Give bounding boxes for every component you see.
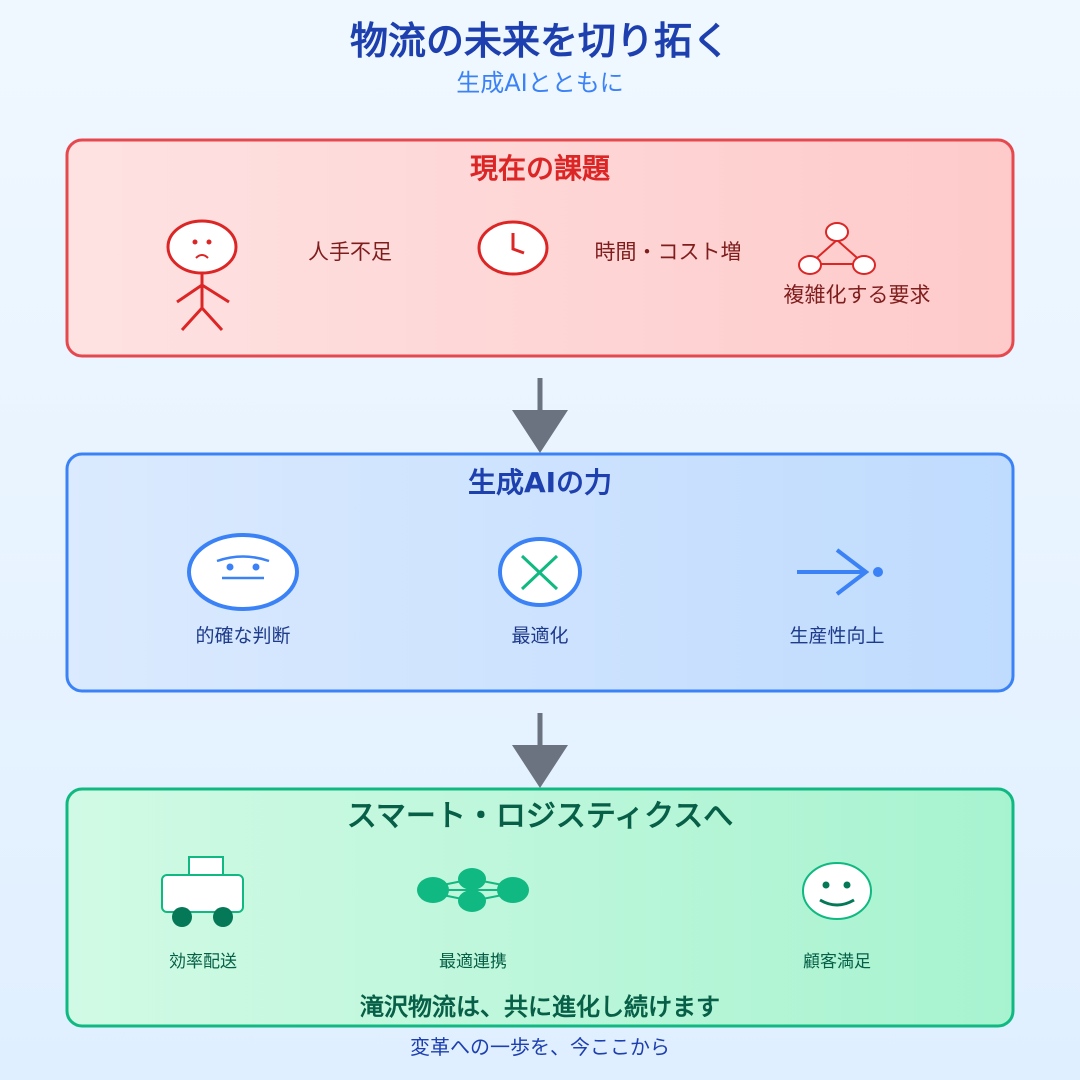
smart-logistics-label: 効率配送 — [169, 952, 237, 972]
challenge-label: 人手不足 — [308, 240, 392, 264]
challenges-panel: 現在の課題 人手不足 時間・コスト増 複雑化する要求 — [65, 138, 1015, 358]
page-title: 物流の未来を切り拓く — [350, 19, 730, 63]
down-arrow-icon — [512, 378, 568, 453]
smiley-icon — [802, 862, 872, 920]
network-nodes-icon — [417, 868, 529, 912]
challenge-label: 複雑化する要求 — [784, 283, 931, 307]
ai-power-title: 生成AIの力 — [468, 466, 612, 499]
closing-message: 滝沢物流は、共に進化し続けます — [360, 993, 720, 1021]
delivery-robot-icon — [161, 856, 244, 927]
smart-logistics-panel: スマート・ロジスティクスへ 効率配送 最適連携 顧客満足 滝沢物流は、共に進化し… — [65, 787, 1015, 1028]
smart-logistics-label: 最適連携 — [439, 952, 507, 972]
smart-logistics-label: 顧客満足 — [803, 952, 871, 972]
footer-text: 変革への一歩を、今ここから — [410, 1035, 670, 1059]
down-arrow-icon — [512, 713, 568, 788]
challenges-title: 現在の課題 — [470, 152, 611, 185]
ai-power-panel: 生成AIの力 的確な判断 最適化 生産性向上 — [65, 452, 1015, 693]
ai-power-label: 最適化 — [511, 625, 568, 647]
challenge-label: 時間・コスト増 — [595, 240, 742, 264]
sad-person-icon — [166, 219, 238, 332]
ai-power-label: 的確な判断 — [195, 625, 290, 647]
smart-logistics-title: スマート・ロジスティクスへ — [347, 799, 733, 834]
ai-power-label: 生産性向上 — [789, 625, 884, 647]
clock-icon — [477, 220, 549, 276]
face-icon — [187, 533, 299, 611]
cross-circle-icon — [498, 537, 582, 607]
page-subtitle: 生成AIとともに — [456, 69, 624, 97]
arrow-right-icon — [797, 548, 883, 596]
network-triangle-icon — [798, 222, 876, 275]
